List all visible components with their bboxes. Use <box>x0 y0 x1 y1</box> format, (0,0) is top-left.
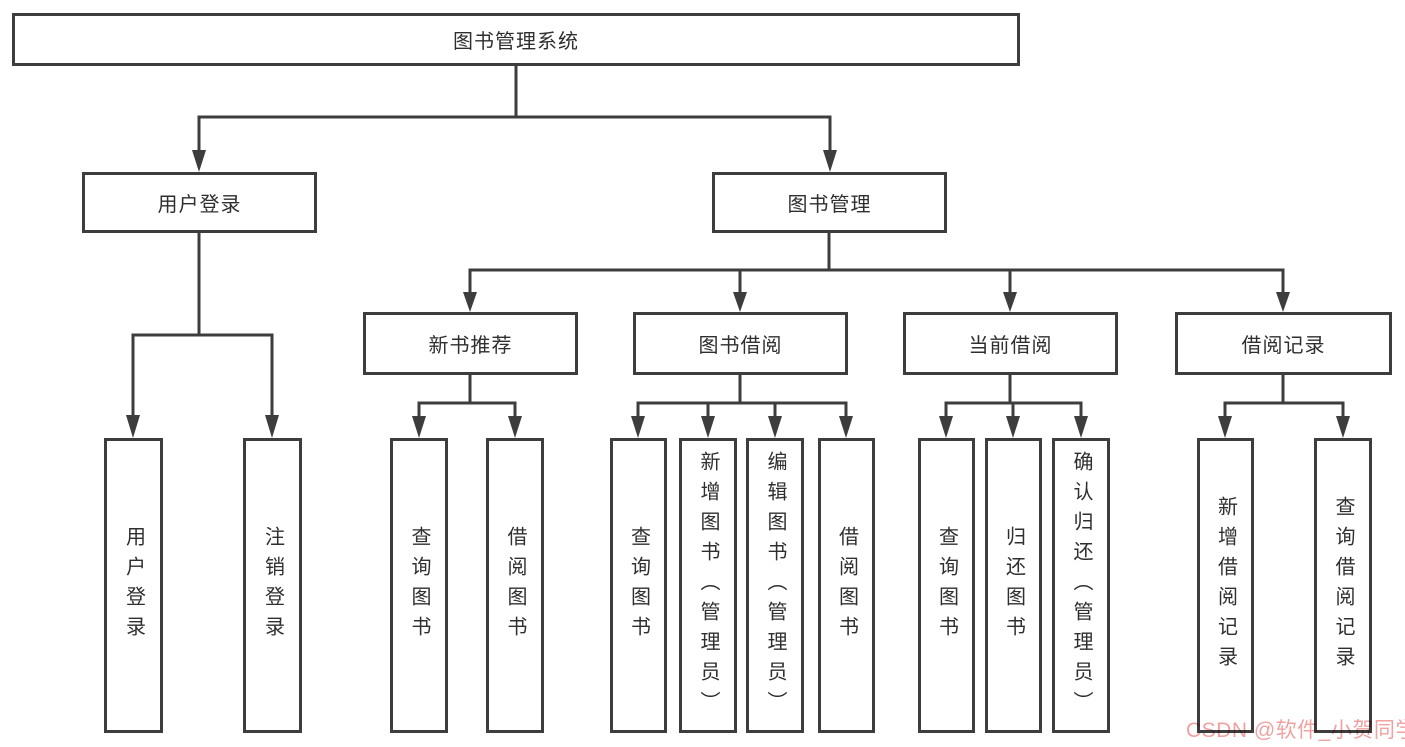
arrow-down-icon <box>265 415 279 438</box>
leaf-current-return: 归还图书 <box>985 438 1042 733</box>
node-book-borrow-label: 图书借阅 <box>698 335 783 357</box>
leaf-records-add-label: 新增借阅记录 <box>1214 495 1237 676</box>
leaf-records-query-label: 查询借阅记录 <box>1332 495 1354 676</box>
node-root: 图书管理系统 <box>12 13 1020 66</box>
arrow-down-icon <box>1336 416 1350 438</box>
arrow-down-icon <box>733 292 747 312</box>
arrow-down-icon <box>1074 416 1088 438</box>
node-new-book-recommend: 新书推荐 <box>363 312 578 375</box>
leaf-records-query: 查询借阅记录 <box>1314 438 1372 733</box>
arrow-down-icon <box>1276 292 1290 312</box>
leaf-current-query-label: 查询图书 <box>935 525 958 646</box>
leaf-borrow-borrow: 借阅图书 <box>818 438 875 733</box>
arrow-down-icon <box>126 415 140 438</box>
leaf-logout: 注销登录 <box>243 438 302 733</box>
node-current-borrow: 当前借阅 <box>903 312 1118 375</box>
arrow-down-icon <box>1218 416 1232 438</box>
leaf-records-add: 新增借阅记录 <box>1197 438 1254 733</box>
node-root-label: 图书管理系统 <box>453 31 579 53</box>
arrow-down-icon <box>1006 416 1020 438</box>
leaf-borrow-edit-label: 编辑图书（管理员） <box>764 450 786 721</box>
leaf-borrow-query-label: 查询图书 <box>627 525 650 646</box>
node-current-borrow-label: 当前借阅 <box>968 335 1053 357</box>
node-user-login: 用户登录 <box>82 172 317 233</box>
node-book-borrow: 图书借阅 <box>633 312 848 375</box>
node-new-book-recommend-label: 新书推荐 <box>428 335 513 357</box>
leaf-newbook-query: 查询图书 <box>390 438 448 733</box>
leaf-borrow-query: 查询图书 <box>610 438 667 733</box>
arrow-down-icon <box>701 416 715 438</box>
watermark-text: CSDN @软件_小贺同学 <box>1186 719 1405 742</box>
leaf-user-login: 用户登录 <box>104 438 163 733</box>
node-book-management-label: 图书管理 <box>787 194 872 216</box>
node-book-management: 图书管理 <box>712 172 947 233</box>
arrow-down-icon <box>412 416 426 438</box>
leaf-current-confirm-return-label: 确认归还（管理员） <box>1070 450 1092 721</box>
leaf-borrow-add-label: 新增图书（管理员） <box>697 450 719 721</box>
arrow-down-icon <box>508 416 522 438</box>
node-user-login-label: 用户登录 <box>157 194 242 216</box>
arrow-down-icon <box>631 416 645 438</box>
leaf-current-return-label: 归还图书 <box>1002 525 1025 646</box>
leaf-borrow-add: 新增图书（管理员） <box>679 438 737 733</box>
leaf-current-confirm-return: 确认归还（管理员） <box>1052 438 1110 733</box>
leaf-borrow-edit: 编辑图书（管理员） <box>746 438 804 733</box>
leaf-current-query: 查询图书 <box>918 438 975 733</box>
leaf-user-login-label: 用户登录 <box>122 525 145 646</box>
leaf-logout-label: 注销登录 <box>261 525 284 646</box>
node-borrow-records-label: 借阅记录 <box>1241 335 1326 357</box>
arrow-down-icon <box>192 150 206 172</box>
node-borrow-records: 借阅记录 <box>1175 312 1392 375</box>
leaf-newbook-borrow-label: 借阅图书 <box>504 525 526 646</box>
arrow-down-icon <box>1003 292 1017 312</box>
arrow-down-icon <box>839 416 853 438</box>
leaf-borrow-borrow-label: 借阅图书 <box>835 525 858 646</box>
leaf-newbook-borrow: 借阅图书 <box>486 438 544 733</box>
arrow-down-icon <box>463 292 477 312</box>
arrow-down-icon <box>823 150 837 172</box>
arrow-down-icon <box>939 416 953 438</box>
leaf-newbook-query-label: 查询图书 <box>408 525 430 646</box>
arrow-down-icon <box>768 416 782 438</box>
